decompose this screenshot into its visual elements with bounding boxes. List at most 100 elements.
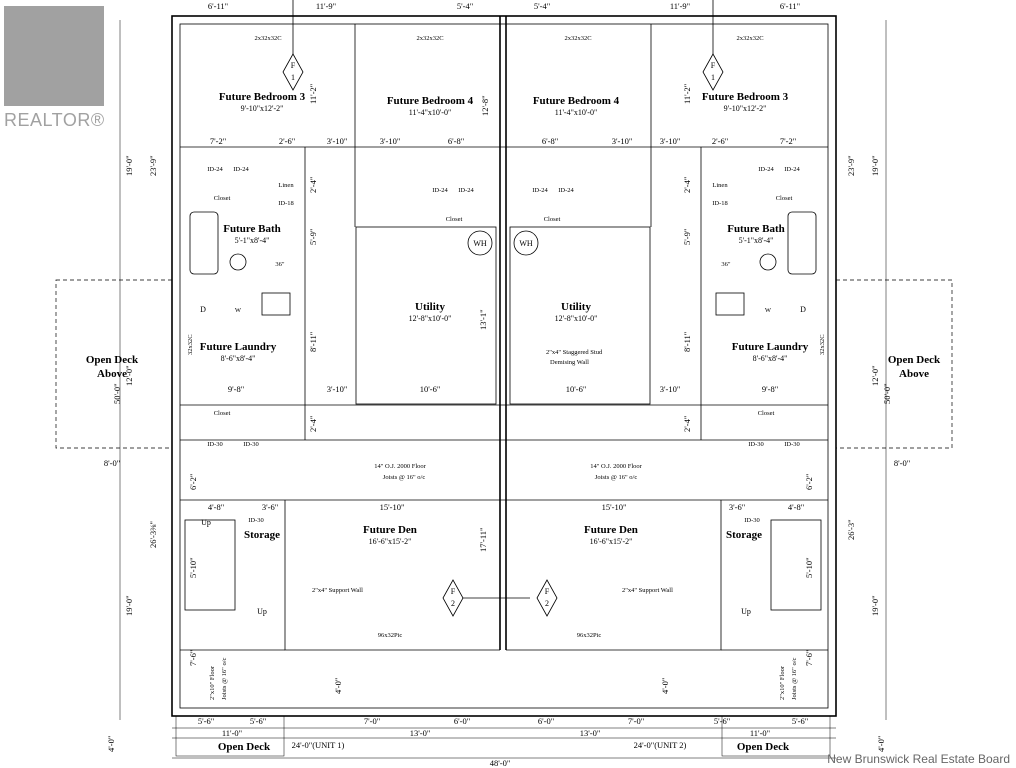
dim: 3'-10"	[327, 384, 348, 394]
dim: 4'-0"	[106, 736, 116, 752]
structure	[55, 15, 953, 759]
room-size: 16'-6"x15'-2"	[369, 537, 412, 546]
section-label: F	[711, 61, 716, 70]
realtor-logo-mark	[4, 6, 104, 106]
stair-up-label: Up	[741, 607, 751, 616]
deck-label: Open Deck	[888, 354, 941, 366]
door-tag: ID-24	[784, 166, 800, 173]
room-size: 8'-6"x8'-4"	[753, 354, 788, 363]
dim-top: 6'-11"	[208, 1, 228, 11]
section-marker-right	[702, 0, 724, 91]
window-note: 32x32C	[819, 334, 826, 355]
dim-top: 5'-4"	[534, 1, 550, 11]
section-number: 2	[545, 599, 549, 608]
dim: 13'-0"	[410, 728, 431, 738]
section-label: F	[451, 587, 456, 596]
dim: 8'-11"	[682, 332, 692, 352]
washer-label: W	[235, 307, 242, 314]
dim: 11'-2"	[308, 84, 318, 104]
dim: 2'-4"	[308, 177, 318, 193]
dim: 15'-10"	[602, 502, 627, 512]
dim: 6'-8"	[448, 136, 464, 146]
dim: 50'-0"	[112, 383, 122, 404]
room-size: 12'-8"x10'-0"	[555, 314, 598, 323]
dim: 7'-6"	[188, 650, 198, 666]
closet-label: Closet	[758, 410, 775, 417]
dim-top: 11'-9"	[670, 1, 690, 11]
room-name: Future Laundry	[732, 341, 809, 353]
joist-note: 14" O.J. 2000 Floor	[590, 463, 642, 470]
room-size: 11'-4"x10'-0"	[555, 108, 597, 117]
dim: 2'-4"	[682, 177, 692, 193]
room-name: Future Bedroom 3	[702, 91, 789, 103]
section-number: 2	[451, 599, 455, 608]
dim: 6'-0"	[454, 716, 470, 726]
dim: 23'-9"	[148, 155, 158, 176]
dim: 10'-6"	[566, 384, 587, 394]
dim: 4'-8"	[788, 502, 804, 512]
dim: 4'-0"	[876, 736, 886, 752]
dim: 17'-11"	[478, 527, 488, 552]
dim: 12'-0"	[870, 365, 880, 386]
dim: 12'-8"	[480, 95, 490, 116]
deck-label: Above	[97, 368, 127, 380]
dim: 11'-0"	[750, 728, 770, 738]
dim: 3'-10"	[660, 384, 681, 394]
dim: 5'-6"	[792, 716, 808, 726]
door-tag: ID-30	[243, 441, 259, 448]
room-name: Storage	[726, 529, 762, 541]
dim: 5'-6"	[714, 716, 730, 726]
dim: 4'-8"	[208, 502, 224, 512]
section-marker-bottom-left	[442, 579, 530, 617]
dim: 7'-2"	[210, 136, 226, 146]
closet-label: Closet	[776, 195, 793, 202]
closet-label: Closet	[544, 216, 561, 223]
dim: 5'-6"	[198, 716, 214, 726]
dim: 7'-0"	[364, 716, 380, 726]
dim: 9'-8"	[762, 384, 778, 394]
dim: 6'-8"	[542, 136, 558, 146]
room-name: Future Bedroom 3	[219, 91, 306, 103]
room-size: 5'-1"x8'-4"	[739, 236, 774, 245]
dim: 3'-10"	[327, 136, 348, 146]
closet-label: Closet	[446, 216, 463, 223]
dim: 10'-6"	[420, 384, 441, 394]
dim: 11'-2"	[682, 84, 692, 104]
joist-note: Joists @ 16" o/c	[383, 474, 426, 481]
door-tag: ID-24	[758, 166, 774, 173]
door-tag: ID-24	[532, 187, 548, 194]
dim: 15'-10"	[380, 502, 405, 512]
dim: 3'-10"	[660, 136, 681, 146]
room-name: Future Bath	[727, 223, 785, 235]
dim: 2'-4"	[308, 416, 318, 432]
shower-size: 36"	[721, 261, 731, 268]
dim: 6'-0"	[538, 716, 554, 726]
room-size: 11'-4"x10'-0"	[409, 108, 451, 117]
stair-up-label: Up	[201, 518, 211, 527]
door-tag: ID-24	[432, 187, 448, 194]
dim: 23'-9"	[846, 155, 856, 176]
dim: 5'-9"	[682, 229, 692, 245]
dim-top: 11'-9"	[316, 1, 336, 11]
room-name: Utility	[415, 301, 445, 313]
dim: 6'-2"	[804, 474, 814, 490]
dim: 6'-2"	[188, 474, 198, 490]
dryer-label: D	[200, 305, 206, 314]
window-note: 96x32Pic	[577, 632, 602, 639]
dim: 12'-0"	[124, 365, 134, 386]
dim: 11'-0"	[222, 728, 242, 738]
deck-label: Open Deck	[218, 741, 271, 753]
stud-note: Demising Wall	[550, 359, 589, 366]
room-size: 5'-1"x8'-4"	[235, 236, 270, 245]
door-tag: ID-30	[748, 441, 764, 448]
dim: 9'-8"	[228, 384, 244, 394]
joist-note: Joists @ 16" o/c	[595, 474, 638, 481]
closet-label: Closet	[214, 410, 231, 417]
stair-up-label: Up	[257, 607, 267, 616]
dim: 19'-0"	[870, 595, 880, 616]
room-name: Storage	[244, 529, 280, 541]
section-label: F	[545, 587, 550, 596]
dim: 5'-6"	[250, 716, 266, 726]
section-label: F	[291, 61, 296, 70]
